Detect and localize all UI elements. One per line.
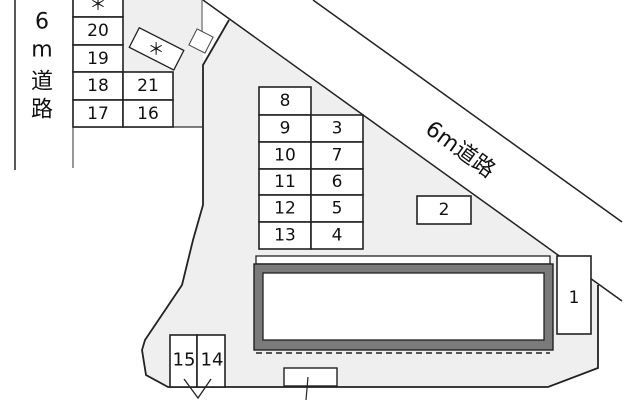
slot-16: 16	[137, 104, 159, 124]
road-left-label-2: m	[31, 38, 52, 63]
slot-star-tilted: ＊	[148, 40, 165, 60]
slot-13: 13	[274, 226, 296, 246]
road-left-label-1: 6	[35, 10, 49, 35]
bottom-small-box	[283, 367, 338, 387]
slot-10-box	[258, 141, 312, 170]
slot-11-box	[258, 168, 312, 196]
road-left-label-3: 道	[31, 70, 53, 95]
slot-18: 18	[87, 76, 109, 96]
slot-3: 3	[332, 119, 343, 139]
entrance-arrow-icon	[183, 378, 212, 400]
slot-20: 20	[87, 21, 109, 41]
slot-5-box	[310, 194, 364, 223]
slot-12: 12	[274, 199, 296, 219]
slot-9: 9	[280, 119, 291, 139]
slot-star-top: ＊	[90, 0, 107, 15]
road-edge-outer	[312, 0, 623, 223]
bottom-small-line	[305, 376, 309, 400]
slot-17: 17	[87, 104, 109, 124]
slot-5: 5	[332, 199, 343, 219]
slot-11: 11	[274, 172, 296, 192]
slot-15: 15	[173, 350, 196, 371]
center-parking-block: 8 9 10 11 12 13 3 7 6 5 4	[258, 86, 364, 250]
slot-1: 1	[569, 288, 580, 308]
road-left-label-4: 路	[31, 98, 53, 123]
slot-14-box	[196, 334, 226, 388]
slot-10: 10	[274, 146, 296, 166]
slot-1-box	[556, 255, 592, 335]
small-tilted-box	[188, 28, 214, 54]
slot-4-box	[310, 221, 364, 250]
slot-14: 14	[201, 350, 224, 371]
slot-6-box	[310, 168, 364, 196]
slot-19: 19	[87, 49, 109, 69]
slot-2-box	[416, 195, 472, 225]
slot-7: 7	[332, 146, 343, 166]
slot-21: 21	[137, 76, 159, 96]
slot-4: 4	[332, 226, 343, 246]
slot-2: 2	[439, 200, 450, 220]
slot-8: 8	[280, 91, 291, 111]
left-parking-block: ＊ 20 19 18 17 21 16	[72, 0, 174, 128]
lot-boundary	[141, 19, 599, 388]
slot-12-box	[258, 194, 312, 223]
road-edge-inner	[202, 0, 623, 302]
building-interior	[262, 272, 545, 341]
slot-15-box	[169, 334, 198, 388]
building-top-strip	[255, 255, 551, 265]
tilted-slot: ＊	[128, 26, 185, 71]
slot-6: 6	[332, 172, 343, 192]
